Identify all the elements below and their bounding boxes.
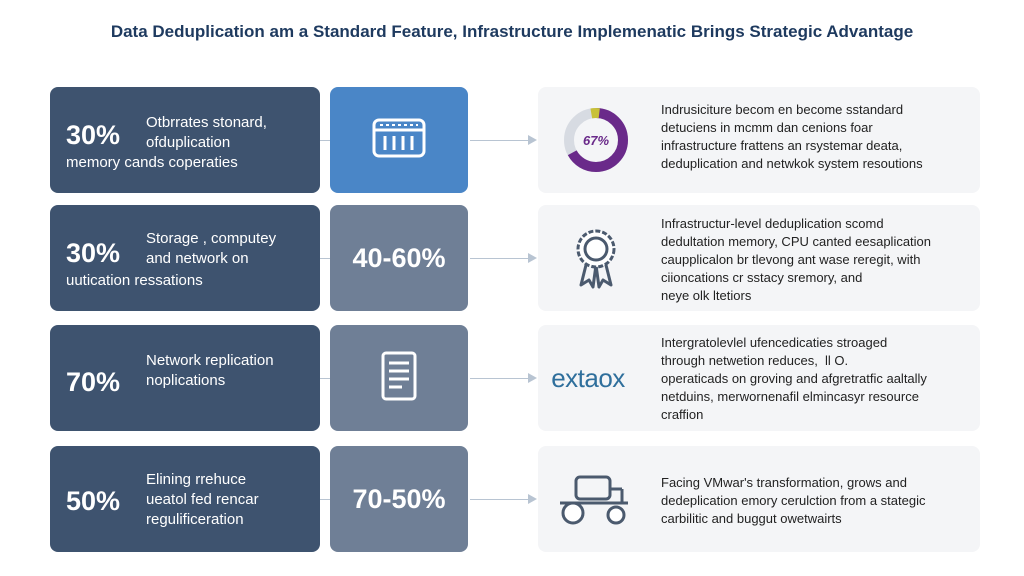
- connector-line: [320, 499, 330, 500]
- document-list-icon: [380, 350, 418, 407]
- row-1: 30% Otbrrates stonard, ofduplication mem…: [50, 87, 980, 195]
- row-4: 50% Elining rrehuce ueatol fed rencar re…: [50, 446, 980, 554]
- server-rack-icon: [370, 116, 428, 165]
- donut-label: 67%: [583, 133, 609, 148]
- row-2: 30% Storage , computey and network on uu…: [50, 205, 980, 313]
- stat-percent: 70%: [66, 367, 121, 397]
- stat-description: Elining rrehuce ueatol fed rencar reguli…: [146, 471, 259, 528]
- stat-card-2: 30% Storage , computey and network on uu…: [50, 205, 320, 311]
- stat-description: Storage , computey and network on: [146, 230, 277, 267]
- page-title: Data Deduplication am a Standard Feature…: [110, 22, 914, 41]
- stat-percent: 30%: [66, 238, 121, 268]
- arrow-line: [470, 258, 530, 259]
- arrow-head: [528, 373, 537, 383]
- stat-card-3: 70% Network replication noplications: [50, 325, 320, 431]
- arrow-head: [528, 494, 537, 504]
- range-value: 40-60%: [352, 242, 446, 273]
- range-value: 70-50%: [352, 483, 446, 514]
- range-card-4: 70-50%: [330, 446, 468, 552]
- detail-text: Indrusiciture becom en become sstandard …: [661, 102, 923, 171]
- arrow-head: [528, 253, 537, 263]
- stat-card-1: 30% Otbrrates stonard, ofduplication mem…: [50, 87, 320, 193]
- connector-line: [320, 140, 330, 141]
- tractor-icon: [556, 464, 636, 534]
- connector-line: [320, 258, 330, 259]
- detail-text: Intergratolevlel ufencedicaties stroaged…: [661, 335, 927, 422]
- stat-description-extra: memory cands coperaties: [66, 154, 238, 171]
- donut-percent-icon: 67%: [556, 105, 636, 175]
- arrow-line: [470, 378, 530, 379]
- stat-description: Otbrrates stonard, ofduplication: [146, 114, 267, 151]
- wordmark-logo: extaox: [551, 362, 625, 393]
- icon-card-1: [330, 87, 468, 193]
- icon-card-3: [330, 325, 468, 431]
- detail-card-2: Infrastructur-level deduplication scomd …: [538, 205, 980, 311]
- range-card-2: 40-60%: [330, 205, 468, 311]
- arrow-line: [470, 499, 530, 500]
- stat-description: Network replication noplications: [146, 352, 274, 389]
- connector-line: [320, 378, 330, 379]
- stat-percent: 50%: [66, 486, 121, 516]
- arrow-line: [470, 140, 530, 141]
- stat-card-4: 50% Elining rrehuce ueatol fed rencar re…: [50, 446, 320, 552]
- award-badge-icon: [556, 223, 636, 293]
- detail-text: Facing VMwar's transformation, grows and…: [661, 475, 926, 526]
- arrow-head: [528, 135, 537, 145]
- stat-description-extra: uutication ressations: [66, 272, 203, 289]
- detail-card-3: extaox Intergratolevlel ufencedicaties s…: [538, 325, 980, 431]
- detail-card-4: Facing VMwar's transformation, grows and…: [538, 446, 980, 552]
- detail-card-1: 67% Indrusiciture becom en become sstand…: [538, 87, 980, 193]
- detail-text: Infrastructur-level deduplication scomd …: [661, 216, 932, 303]
- stat-percent: 30%: [66, 120, 121, 150]
- row-3: 70% Network replication noplications ext…: [50, 325, 980, 433]
